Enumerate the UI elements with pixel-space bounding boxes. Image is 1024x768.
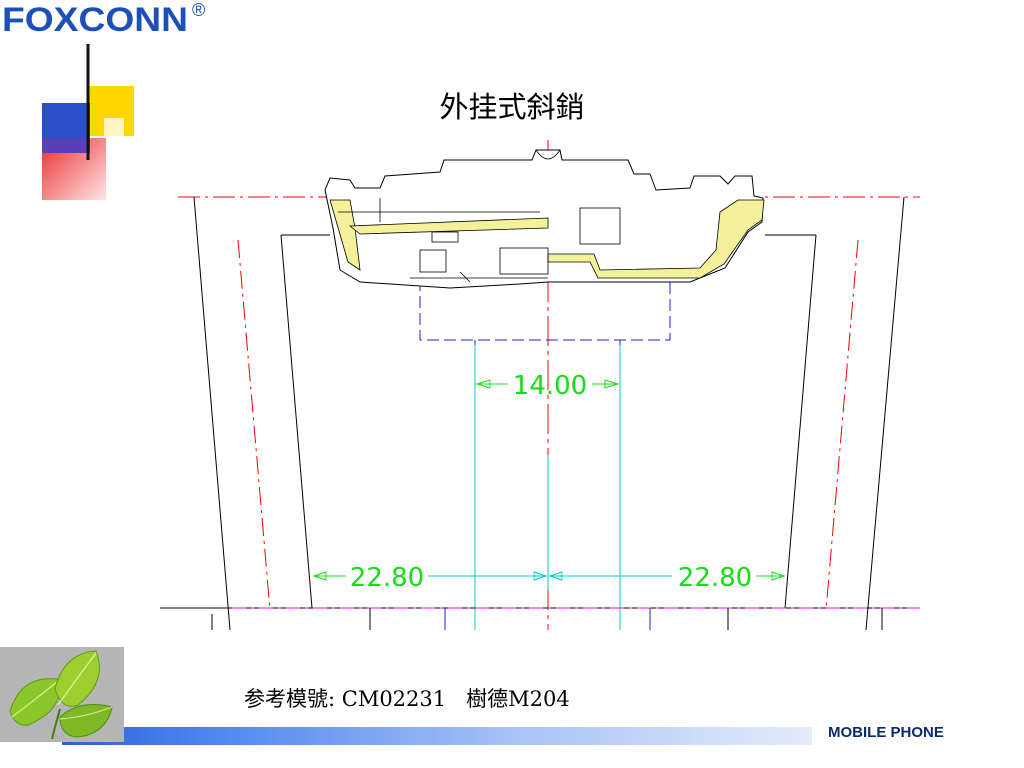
red-square [42,138,106,200]
footer-gradient-bar [62,727,812,745]
dimension-14: 14.00 [513,371,587,401]
foxconn-logo: FOXCONN ® [2,0,214,39]
mobile-phone-label: MOBILE PHONE [828,724,944,741]
logo-text: FOXCONN [2,1,188,36]
reference-model-caption: 参考模號: CM02231 樹德M204 [244,687,570,711]
slide-title: 外挂式斜銷 [439,90,585,124]
dimension-22-left: 22.80 [350,563,424,593]
cad-drawing: 14.00 22.80 22.80 [160,140,940,631]
leaf-image [0,647,124,742]
registered-mark: ® [192,0,205,20]
dimension-22-right: 22.80 [678,563,752,593]
